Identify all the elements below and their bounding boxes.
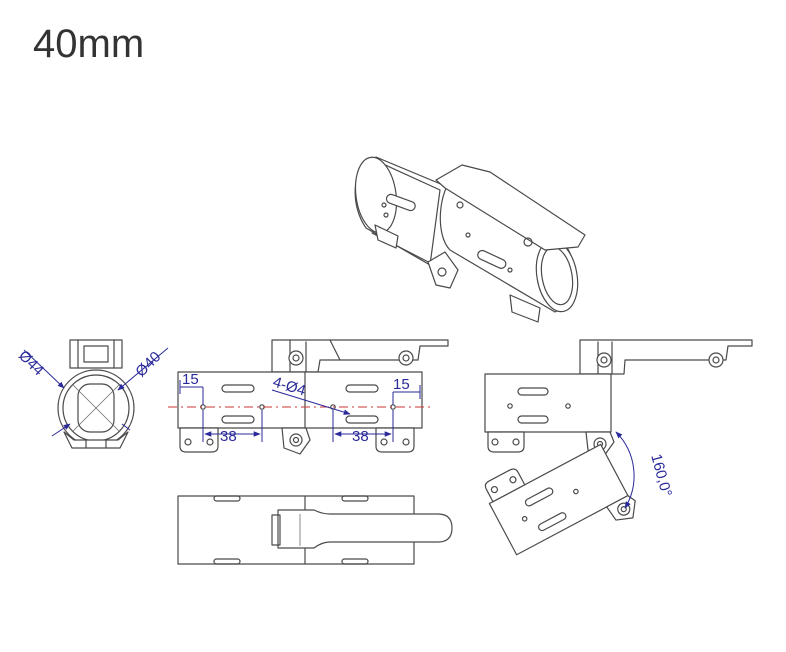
folded-side-view: 160,0° [484, 339, 753, 556]
front-view: 15 38 15 38 4-Ø4 [168, 339, 449, 455]
dim-fold-angle: 160,0° [647, 452, 675, 498]
dim-tube-outer: Ø44 [15, 347, 47, 379]
end-view: Ø44 Ø40 [15, 339, 169, 449]
dim-edge-left: 15 [182, 371, 199, 388]
dim-tube-inner: Ø40 [132, 348, 164, 380]
dim-edge-right: 15 [393, 376, 410, 393]
dim-spacing-right: 38 [352, 428, 369, 445]
dim-spacing-left: 38 [220, 428, 237, 445]
isometric-view [354, 156, 586, 323]
top-view [177, 495, 453, 565]
page-title: 40mm [33, 22, 145, 66]
